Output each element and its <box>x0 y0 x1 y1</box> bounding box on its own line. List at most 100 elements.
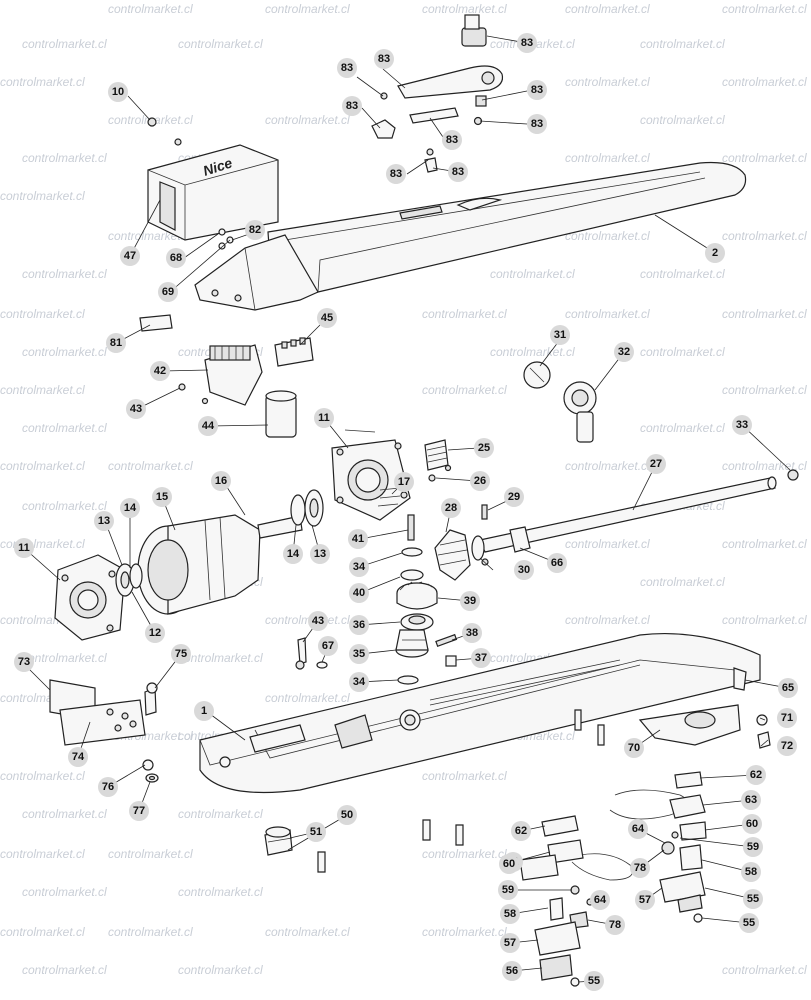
svg-text:81: 81 <box>110 337 122 349</box>
bearings-right <box>290 489 324 527</box>
callout-73: 73 <box>14 652 34 672</box>
svg-text:44: 44 <box>202 420 215 432</box>
callout-75: 75 <box>171 644 191 664</box>
svg-text:27: 27 <box>650 458 662 470</box>
watermark: controlmarket.cl <box>265 925 350 939</box>
watermark: controlmarket.cl <box>565 459 650 473</box>
callout-69: 69 <box>158 282 178 302</box>
callout-78: 78 <box>605 915 625 935</box>
svg-text:78: 78 <box>609 919 621 931</box>
callout-31: 31 <box>550 325 570 345</box>
watermark: controlmarket.cl <box>22 885 107 899</box>
watermark: controlmarket.cl <box>565 537 650 551</box>
watermark: controlmarket.cl <box>108 2 193 16</box>
callout-82: 82 <box>245 220 265 240</box>
watermark: controlmarket.cl <box>722 459 807 473</box>
svg-text:43: 43 <box>130 403 142 415</box>
svg-text:69: 69 <box>162 286 174 298</box>
watermark: controlmarket.cl <box>490 345 575 359</box>
svg-text:47: 47 <box>124 250 136 262</box>
svg-text:29: 29 <box>508 491 520 503</box>
svg-text:76: 76 <box>102 781 114 793</box>
watermark: controlmarket.cl <box>22 651 107 665</box>
motor-end-flange <box>54 554 126 641</box>
gearbox-housing <box>331 439 411 521</box>
svg-text:83: 83 <box>521 37 533 49</box>
callout-76: 76 <box>98 777 118 797</box>
callout-47: 47 <box>120 246 140 266</box>
callout-55: 55 <box>739 913 759 933</box>
svg-text:62: 62 <box>750 769 762 781</box>
callout-64: 64 <box>628 819 648 839</box>
watermark: controlmarket.cl <box>722 383 807 397</box>
callout-51: 51 <box>306 822 326 842</box>
svg-text:38: 38 <box>466 627 478 639</box>
watermark: controlmarket.cl <box>565 613 650 627</box>
callout-66: 66 <box>547 553 567 573</box>
screws-17 <box>344 429 401 507</box>
callout-11: 11 <box>314 408 334 428</box>
main-housing-base <box>199 633 761 794</box>
svg-text:64: 64 <box>632 823 645 835</box>
pins-38-37 <box>435 633 458 667</box>
watermark: controlmarket.cl <box>640 345 725 359</box>
callout-11: 11 <box>14 538 34 558</box>
svg-text:72: 72 <box>781 740 793 752</box>
svg-text:56: 56 <box>506 965 518 977</box>
callout-77: 77 <box>129 801 149 821</box>
svg-text:30: 30 <box>518 564 530 576</box>
callout-83: 83 <box>342 96 362 116</box>
callout-34: 34 <box>349 557 369 577</box>
callout-29: 29 <box>504 487 524 507</box>
svg-text:83: 83 <box>531 84 543 96</box>
callout-83: 83 <box>448 162 468 182</box>
svg-text:31: 31 <box>554 329 566 341</box>
callout-83: 83 <box>337 58 357 78</box>
svg-text:78: 78 <box>634 862 646 874</box>
watermark: controlmarket.cl <box>22 963 107 977</box>
front-end-bracket <box>194 234 319 311</box>
callout-81: 81 <box>106 333 126 353</box>
callout-71: 71 <box>777 708 797 728</box>
svg-text:12: 12 <box>149 627 161 639</box>
svg-text:34: 34 <box>353 561 366 573</box>
watermark: controlmarket.cl <box>22 421 107 435</box>
watermark: controlmarket.cl <box>722 307 807 321</box>
svg-text:74: 74 <box>72 751 85 763</box>
svg-text:14: 14 <box>124 502 137 514</box>
callout-58: 58 <box>500 904 520 924</box>
svg-text:57: 57 <box>504 937 516 949</box>
callout-83: 83 <box>386 164 406 184</box>
callout-30: 30 <box>514 560 534 580</box>
callout-83: 83 <box>374 49 394 69</box>
watermark: controlmarket.cl <box>0 769 85 783</box>
watermark: controlmarket.cl <box>265 113 350 127</box>
watermark: controlmarket.cl <box>0 459 85 473</box>
callout-50: 50 <box>337 805 357 825</box>
output-pinion <box>395 629 429 658</box>
svg-text:34: 34 <box>353 676 366 688</box>
svg-text:63: 63 <box>745 794 757 806</box>
svg-text:43: 43 <box>312 615 324 627</box>
watermark: controlmarket.cl <box>22 345 107 359</box>
watermark: controlmarket.cl <box>178 807 263 821</box>
callout-38: 38 <box>462 623 482 643</box>
watermark: controlmarket.cl <box>108 925 193 939</box>
base-screws <box>317 667 747 873</box>
watermark: controlmarket.cl <box>565 229 650 243</box>
limit-switch-group-right <box>609 771 707 923</box>
watermark: controlmarket.cl <box>422 307 507 321</box>
callout-74: 74 <box>68 747 88 767</box>
svg-text:83: 83 <box>378 53 390 65</box>
watermark: controlmarket.cl <box>640 113 725 127</box>
callout-41: 41 <box>348 529 368 549</box>
callout-78: 78 <box>630 858 650 878</box>
callout-60: 60 <box>742 814 762 834</box>
watermark: controlmarket.cl <box>722 75 807 89</box>
callout-83: 83 <box>442 130 462 150</box>
washer-33 <box>787 469 799 481</box>
watermark: controlmarket.cl <box>640 575 725 589</box>
svg-text:62: 62 <box>515 825 527 837</box>
callout-15: 15 <box>152 487 172 507</box>
watermark: controlmarket.cl <box>422 925 507 939</box>
